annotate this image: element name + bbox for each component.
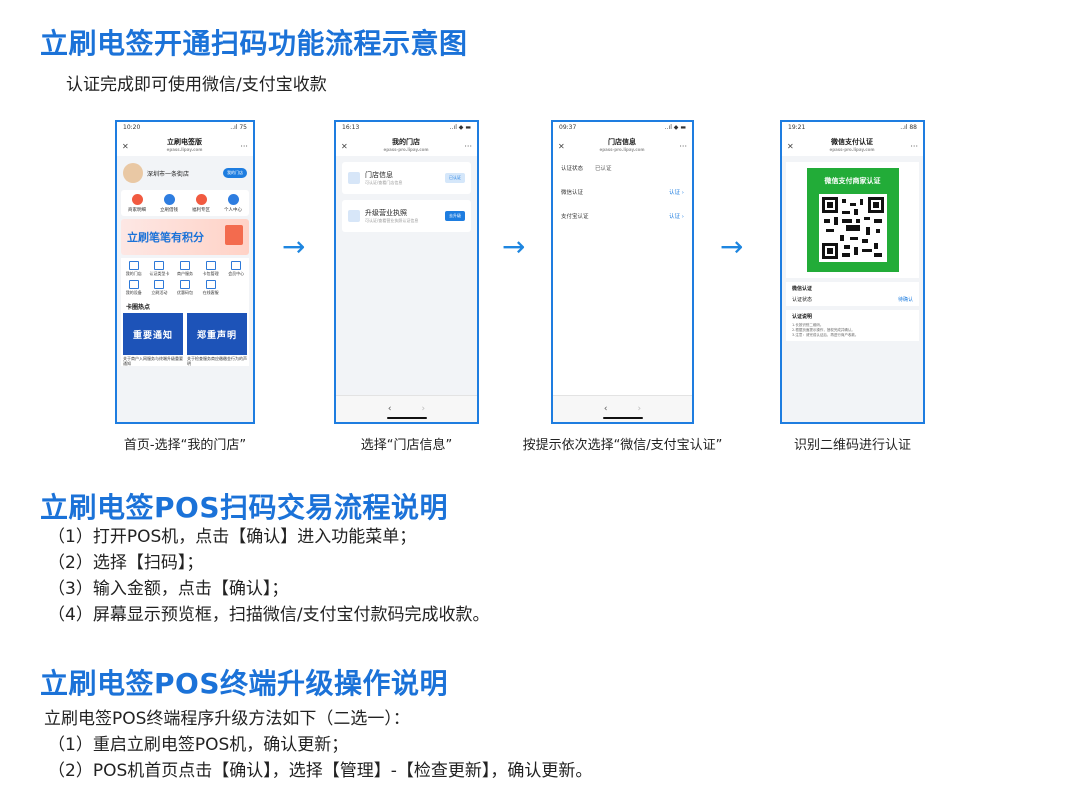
forward-icon[interactable]: › — [637, 404, 642, 414]
auth-instructions: 认证说明 1.长按识别二维码。 2.根据页面提示操作，授权完成并确认。 3.注意… — [786, 310, 919, 341]
news-card-notice[interactable]: 重要通知 关于商户入网服务与终端升级重要通知 — [123, 313, 183, 366]
store-info-item[interactable]: 门店信息可认证/查看门店信息 已认证 — [342, 162, 471, 194]
arrow-icon: → — [282, 230, 306, 263]
more-icon[interactable]: ··· — [910, 141, 918, 151]
section1-subtitle: 认证完成即可使用微信/支付宝收款 — [66, 75, 327, 95]
pos-scan-steps: （1）打开POS机，点击【确认】进入功能菜单； （2）选择【扫码】； （3）输入… — [48, 524, 490, 628]
browser-bar: ‹ › — [553, 395, 692, 422]
section3-title: 立刷电签POS终端升级操作说明 — [40, 667, 448, 700]
more-icon[interactable]: ··· — [679, 141, 687, 151]
section2-title: 立刷电签POS扫码交易流程说明 — [40, 491, 448, 524]
forward-icon[interactable]: › — [421, 404, 426, 414]
close-icon[interactable]: ✕ — [341, 141, 348, 151]
quick-item[interactable]: 个人中心 — [217, 193, 249, 213]
grid-item[interactable]: 优惠码包 — [172, 280, 198, 296]
shop-header: 深圳市一条街店 我的门店 — [123, 160, 247, 186]
grid-item[interactable]: 认证类型卡 — [147, 261, 173, 277]
upgrade-steps: （1）重启立刷电签POS机，确认更新； （2）POS机首页点击【确认】，选择【管… — [48, 732, 592, 784]
grid-item[interactable]: 卡包管理 — [198, 261, 224, 277]
more-icon[interactable]: ··· — [464, 141, 472, 151]
grid-item[interactable]: 立刷活动 — [147, 280, 173, 296]
grid-item[interactable]: 在线客服 — [198, 280, 224, 296]
quick-icons: 商家明细 立刷借钱 福利专区 个人中心 — [121, 190, 249, 216]
back-icon[interactable]: ‹ — [387, 404, 392, 414]
upgrade-intro: 立刷电签POS终端程序升级方法如下（二选一）： — [44, 709, 410, 729]
section1-title: 立刷电签开通扫码功能流程示意图 — [40, 27, 468, 60]
auth-status-row: 认证状态已认证 — [553, 156, 692, 180]
license-icon — [348, 210, 360, 222]
promo-banner[interactable]: 立刷笔笔有积分 — [121, 219, 249, 255]
close-icon[interactable]: ✕ — [787, 141, 794, 151]
caption-4: 识别二维码进行认证 — [793, 438, 911, 453]
caption-2: 选择“门店信息” — [360, 438, 453, 453]
caption-1: 首页-选择“我的门店” — [123, 438, 247, 453]
avatar — [123, 163, 143, 183]
step-item: （4）屏幕显示预览框，扫描微信/支付宝付款码完成收款。 — [48, 605, 490, 625]
more-icon[interactable]: ··· — [240, 141, 248, 151]
caption-3: 按提示依次选择“微信/支付宝认证” — [522, 438, 723, 453]
step-item: （1）重启立刷电签POS机，确认更新； — [48, 735, 349, 755]
back-icon[interactable]: ‹ — [603, 404, 608, 414]
step-item: （1）打开POS机，点击【确认】进入功能菜单； — [48, 527, 417, 547]
quick-item[interactable]: 商家明细 — [121, 193, 153, 213]
browser-bar: ‹ › — [336, 395, 477, 422]
gift-icon — [225, 225, 243, 245]
close-icon[interactable]: ✕ — [122, 141, 129, 151]
quick-item[interactable]: 立刷借钱 — [153, 193, 185, 213]
wechat-auth-row[interactable]: 微信认证认证 › — [553, 180, 692, 204]
step-item: （3）输入金额，点击【确认】； — [48, 579, 289, 599]
close-icon[interactable]: ✕ — [558, 141, 565, 151]
step-item: （2）POS机首页点击【确认】，选择【管理】-【检查更新】，确认更新。 — [48, 761, 593, 781]
pending-status: 待确认 — [897, 297, 913, 303]
alipay-auth-row[interactable]: 支付宝认证认证 › — [553, 204, 692, 228]
upgrade-license-item[interactable]: 升级营业执照可认证/查看营业执照认证信息 去升级 — [342, 200, 471, 232]
my-store-button[interactable]: 我的门店 — [223, 168, 247, 178]
grid-item[interactable]: 商户服务 — [172, 261, 198, 277]
upgrade-button[interactable]: 去升级 — [445, 211, 465, 221]
grid-item[interactable]: 会员中心 — [223, 261, 249, 277]
hot-news-heading: 卡圈热点 — [121, 299, 249, 313]
quick-item[interactable]: 福利专区 — [185, 193, 217, 213]
grid-item[interactable]: 我的门店 — [121, 261, 147, 277]
qr-panel: 微信支付商家认证 — [786, 162, 919, 278]
store-icon — [348, 172, 360, 184]
qr-code[interactable] — [818, 194, 887, 262]
arrow-icon: → — [502, 230, 526, 263]
news-cards: 重要通知 关于商户入网服务与终端升级重要通知 郑重声明 关于检查服务商应缴缴金行… — [121, 313, 249, 366]
arrow-icon: → — [720, 230, 744, 263]
grid-item[interactable]: 我的设备 — [121, 280, 147, 296]
status-badge: 已认证 — [445, 173, 465, 183]
step-item: （2）选择【扫码】； — [48, 553, 204, 573]
service-grid: 我的门店 认证类型卡 商户服务 卡包管理 会员中心 我的设备 立刷活动 优惠码包… — [121, 258, 249, 299]
wechat-auth-section: 微信认证 认证状态待确认 — [786, 282, 919, 306]
news-card-statement[interactable]: 郑重声明 关于检查服务商应缴缴金行为的声明 — [187, 313, 247, 366]
